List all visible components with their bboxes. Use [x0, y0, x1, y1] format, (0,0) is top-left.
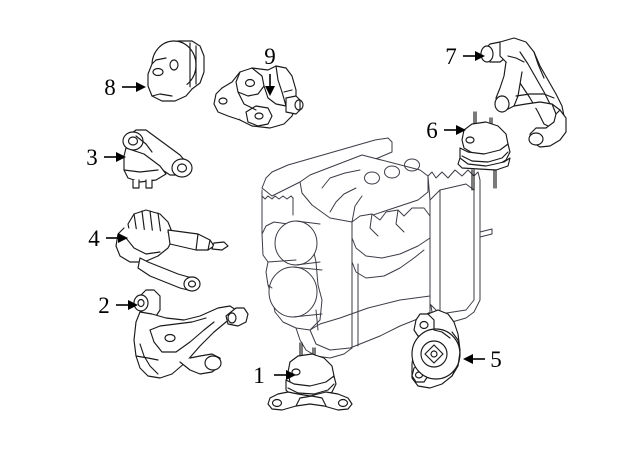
callout-leader-1: [274, 370, 296, 380]
part-3-torque-strut-rod: [122, 129, 193, 189]
part-6-transmission-mount: [457, 111, 511, 191]
callout-leader-4: [106, 233, 128, 243]
callout-leader-2: [116, 300, 138, 310]
part-7-engine-mount-bracket-upper: [480, 37, 567, 148]
part-8-idler-pulley-bracket: [147, 40, 205, 102]
callout-label-4[interactable]: 4: [88, 226, 100, 251]
callout-leaders: [104, 51, 485, 380]
callout-label-6[interactable]: 6: [426, 118, 438, 143]
callout-label-2[interactable]: 2: [98, 293, 110, 318]
engine-block-assembly: [261, 137, 493, 359]
part-9-engine-mount-bracket-side: [213, 65, 304, 129]
callout-leader-3: [104, 152, 126, 162]
part-1-engine-mount-front: [267, 342, 353, 411]
part-2-engine-support-bracket-lower: [133, 289, 249, 379]
part-4-transmission-mount-strut: [115, 209, 229, 292]
callout-leader-9: [265, 74, 275, 96]
callout-leader-6: [444, 125, 466, 135]
callout-label-5[interactable]: 5: [490, 347, 502, 372]
callout-label-8[interactable]: 8: [104, 75, 116, 100]
callout-label-3[interactable]: 3: [86, 145, 98, 170]
callout-label-1[interactable]: 1: [253, 363, 265, 388]
callout-leader-8: [122, 82, 146, 92]
part-5-engine-mount-rear: [411, 309, 461, 389]
callout-leader-7: [463, 51, 485, 61]
callout-labels: 1 2 3 4 5 6 7 8 9: [86, 44, 502, 388]
callout-label-7[interactable]: 7: [445, 44, 457, 69]
callout-leader-5: [463, 354, 485, 364]
callout-label-9[interactable]: 9: [264, 44, 276, 69]
